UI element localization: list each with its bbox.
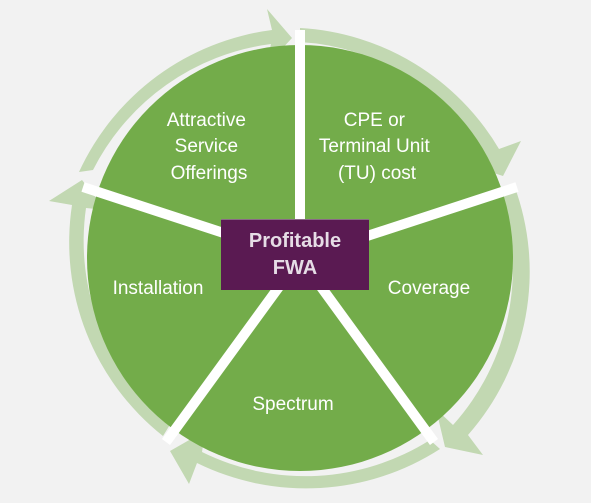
segment-label-spectrum: Spectrum	[252, 394, 333, 415]
cycle-arrows	[49, 9, 530, 489]
cycle-arrow-5	[79, 9, 292, 172]
segment-label-attractive: Attractive Service Offerings	[167, 110, 251, 184]
center-box: Profitable FWA	[221, 219, 369, 290]
center-title-line-1: Profitable	[248, 230, 342, 252]
center-title-line-2: FWA	[272, 257, 318, 279]
segment-label-coverage: Coverage	[388, 278, 470, 299]
segment-label-installation: Installation	[113, 278, 204, 299]
cycle-arrow-2	[436, 185, 530, 455]
cycle-arrow-3	[170, 431, 440, 489]
cycle-arrow-1	[300, 28, 521, 176]
cycle-arrow-4	[49, 180, 171, 436]
segment-labels: CPE or Terminal Unit (TU) cost Coverage …	[113, 110, 471, 415]
segment-label-cpe: CPE or Terminal Unit (TU) cost	[319, 110, 435, 184]
